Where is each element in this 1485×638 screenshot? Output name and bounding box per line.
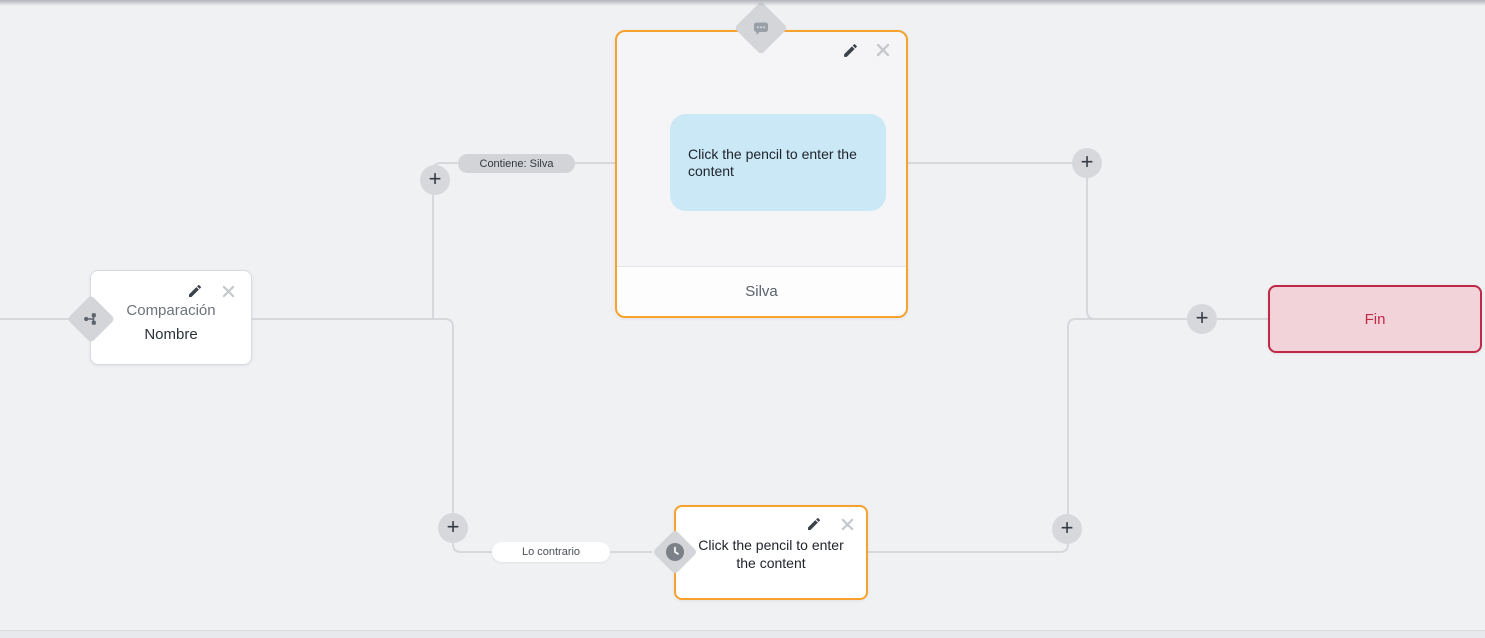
condition-node[interactable]: Comparación Nombre: [90, 270, 252, 365]
end-node[interactable]: Fin: [1268, 285, 1482, 353]
edge-label-contains-text: Contiene: Silva: [479, 157, 554, 170]
message-port[interactable]: [734, 1, 788, 55]
edit-pencil-icon[interactable]: [841, 41, 859, 59]
condition-port[interactable]: [66, 294, 116, 344]
toolbar-shadow: [0, 0, 1485, 6]
end-node-label: Fin: [1364, 310, 1386, 328]
edge-label-otherwise-text: Lo contrario: [521, 546, 581, 558]
condition-node-title: Comparación: [126, 302, 216, 319]
plus-icon: +: [446, 514, 460, 539]
close-icon[interactable]: [874, 41, 892, 59]
add-step-button[interactable]: +: [1072, 148, 1102, 178]
plus-icon: +: [428, 166, 442, 191]
message-bubble: Click the pencil to enter the content: [670, 114, 886, 211]
close-icon[interactable]: [219, 282, 237, 300]
edge-action-to-fin: [866, 318, 1100, 553]
message-bubble-text: Click the pencil to enter the content: [688, 145, 857, 179]
action-node[interactable]: Click the pencil to enter the content: [674, 505, 868, 600]
close-icon[interactable]: [838, 515, 856, 533]
condition-node-subtitle: Nombre: [144, 326, 198, 343]
plus-icon: +: [1060, 515, 1074, 540]
add-step-button[interactable]: +: [1187, 304, 1217, 334]
action-node-text: Click the pencil to enter the content: [698, 537, 844, 571]
plus-icon: +: [1080, 149, 1094, 174]
add-step-button[interactable]: +: [438, 513, 468, 543]
message-node[interactable]: Click the pencil to enter the content Si…: [615, 30, 908, 318]
edge-label-contains: Contiene: Silva: [458, 154, 575, 173]
canvas-bottom-edge: [0, 630, 1485, 638]
message-node-footer: Silva: [617, 266, 906, 316]
edit-pencil-icon[interactable]: [805, 515, 823, 533]
branch-icon: [83, 311, 99, 327]
plus-icon: +: [1195, 305, 1209, 330]
edge-label-otherwise: Lo contrario: [492, 542, 610, 562]
edge-top-branch: [432, 162, 617, 319]
action-port[interactable]: [652, 529, 698, 575]
add-step-button[interactable]: +: [420, 165, 450, 195]
add-step-button[interactable]: +: [1052, 514, 1082, 544]
edge-message-to-fin: [906, 162, 1270, 320]
chat-bubble-icon: [752, 19, 770, 37]
clock-icon: [665, 542, 685, 562]
edge-bottom-branch: [252, 318, 652, 553]
edit-pencil-icon[interactable]: [186, 282, 204, 300]
message-footer-text: Silva: [745, 283, 778, 300]
